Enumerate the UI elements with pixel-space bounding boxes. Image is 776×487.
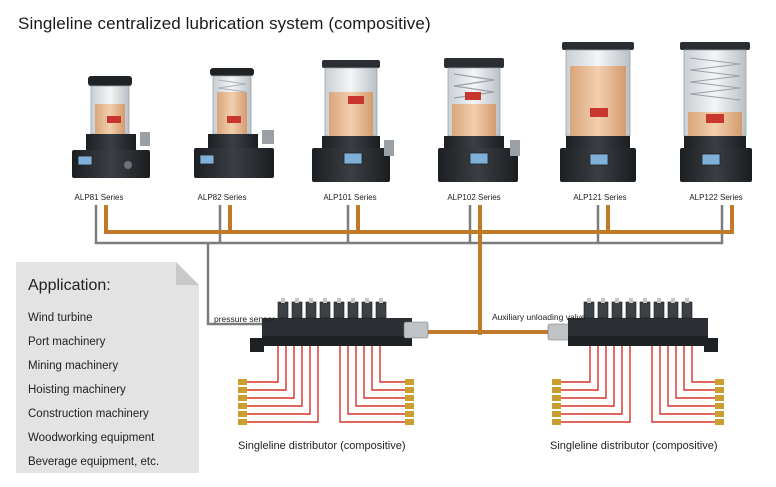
- distributor-right: [547, 298, 718, 352]
- pump-alp101: [312, 60, 394, 182]
- pump-alp122: [680, 42, 752, 182]
- pump-label-alp121: ALP121 Series: [573, 193, 627, 202]
- pump-alp121: [560, 42, 636, 182]
- application-card: [16, 262, 199, 473]
- pump-alp81: [72, 76, 150, 178]
- pump-alp102: [438, 58, 520, 182]
- application-item: Mining machinery: [28, 360, 119, 372]
- pressure-sensor-label: pressure sensor: [214, 314, 275, 324]
- application-item: Port machinery: [28, 336, 106, 348]
- pump-label-alp102: ALP102 Series: [447, 193, 501, 202]
- distributor-left: [250, 298, 429, 352]
- application-item: Construction machinery: [28, 408, 149, 420]
- fittings-left: [238, 379, 414, 425]
- application-item: Wind turbine: [28, 312, 93, 324]
- branch-lines-left: [246, 346, 406, 423]
- pump-alp82: [194, 68, 274, 178]
- unloading-valve-label: Auxiliary unloading valve: [492, 312, 586, 322]
- pump-label-alp101: ALP101 Series: [323, 193, 377, 202]
- main-supply-line: [104, 205, 734, 334]
- pump-label-alp81: ALP81 Series: [74, 193, 124, 202]
- pump-label-alp122: ALP122 Series: [689, 193, 743, 202]
- application-heading: Application:: [28, 277, 111, 294]
- grey-return-line: [94, 205, 724, 326]
- page-title: Singleline centralized lubrication syste…: [18, 14, 431, 33]
- distributor-left-label: Singleline distributor (compositive): [238, 440, 406, 452]
- branch-lines-right: [560, 346, 716, 423]
- fittings-right: [552, 379, 724, 425]
- application-item: Beverage equipment, etc.: [28, 456, 160, 468]
- distributor-right-label: Singleline distributor (compositive): [550, 440, 718, 452]
- pump-label-alp82: ALP82 Series: [197, 193, 247, 202]
- application-item: Hoisting machinery: [28, 384, 126, 396]
- application-item: Woodworking equipment: [28, 432, 155, 444]
- tee-junction: [477, 329, 483, 335]
